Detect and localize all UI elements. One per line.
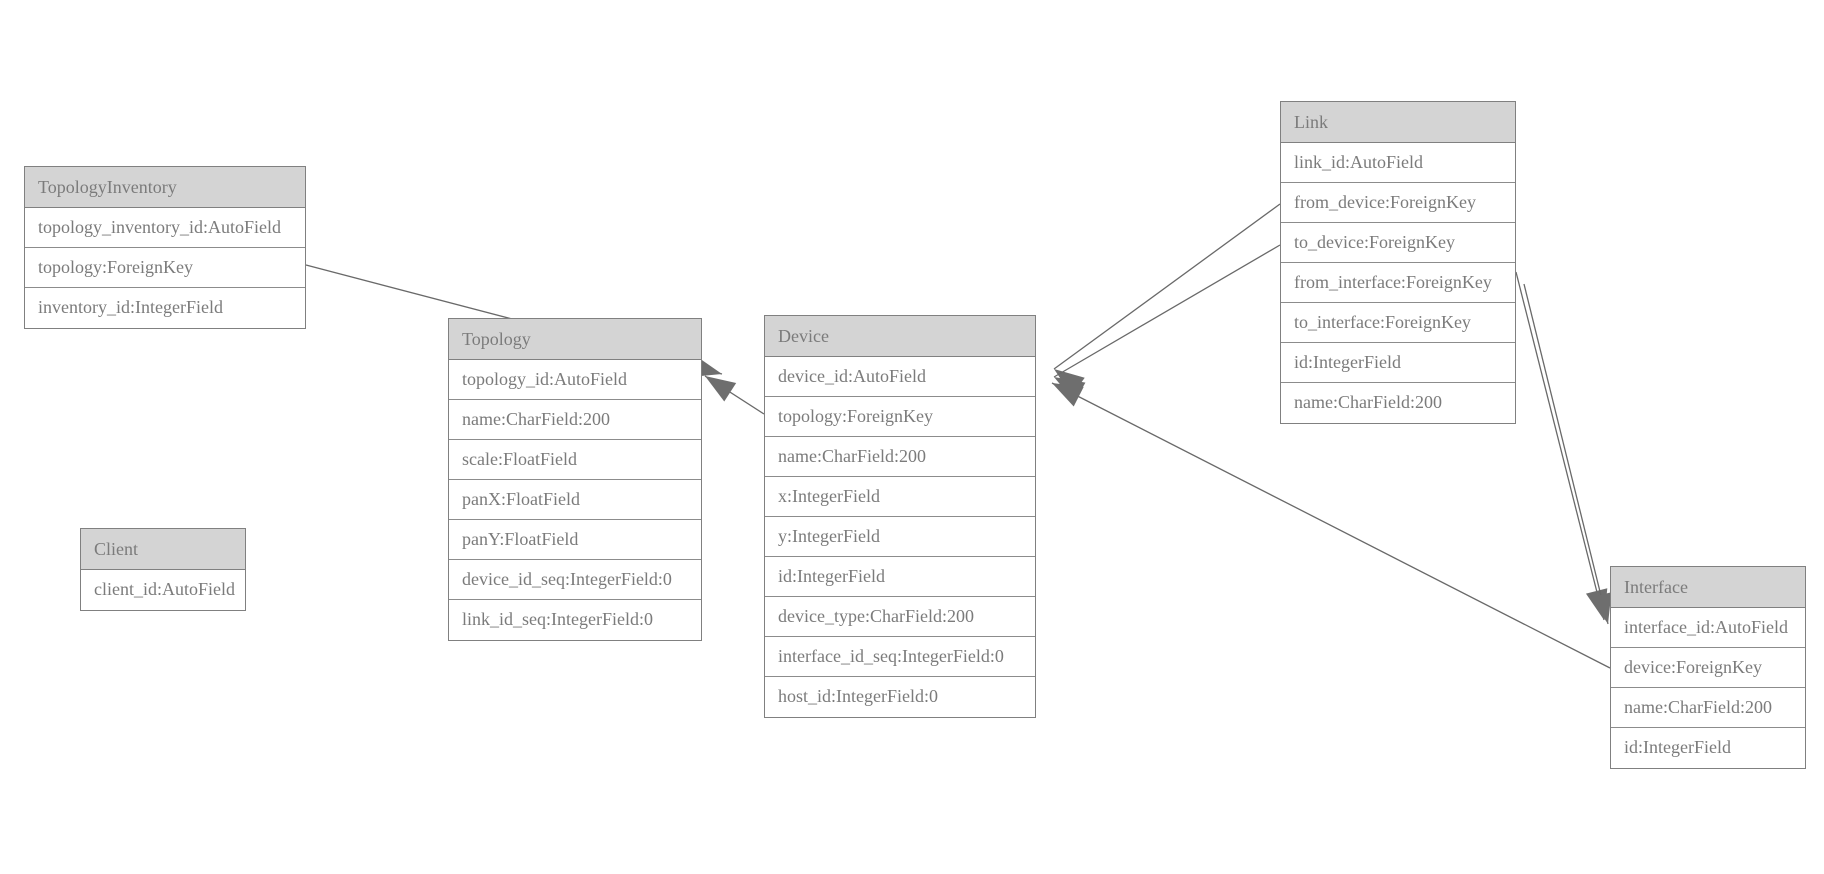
entity-field-row: name:CharField:200 xyxy=(1281,383,1515,423)
entity-field-row: to_device:ForeignKey xyxy=(1281,223,1515,263)
entity-field-row: panX:FloatField xyxy=(449,480,701,520)
entity-field-row: device:ForeignKey xyxy=(1611,648,1805,688)
entity-field-row: topology_inventory_id:AutoField xyxy=(25,208,305,248)
relationship-arrowhead xyxy=(705,376,737,402)
entity-field-row: device_id:AutoField xyxy=(765,357,1035,397)
relationship-line xyxy=(1515,271,1605,621)
relationship-line xyxy=(1053,244,1281,378)
relationship-line xyxy=(704,375,765,415)
entity-title-client: Client xyxy=(81,529,245,570)
rel-link-from-device xyxy=(1053,203,1281,396)
entity-title-topology_inventory: TopologyInventory xyxy=(25,167,305,208)
entity-field-row: panY:FloatField xyxy=(449,520,701,560)
relationship-line xyxy=(1053,203,1281,370)
entity-title-topology: Topology xyxy=(449,319,701,360)
relationship-arrowhead xyxy=(1052,383,1084,407)
entity-title-link: Link xyxy=(1281,102,1515,143)
rel-link-to-interface xyxy=(1523,283,1612,625)
entity-field-row: name:CharField:200 xyxy=(449,400,701,440)
entity-field-row: device_type:CharField:200 xyxy=(765,597,1035,637)
entity-field-row: topology_id:AutoField xyxy=(449,360,701,400)
entity-field-row: id:IntegerField xyxy=(765,557,1035,597)
entity-field-row: from_device:ForeignKey xyxy=(1281,183,1515,223)
entity-field-row: topology:ForeignKey xyxy=(765,397,1035,437)
entity-field-row: link_id:AutoField xyxy=(1281,143,1515,183)
entity-field-row: link_id_seq:IntegerField:0 xyxy=(449,600,701,640)
entity-field-row: interface_id:AutoField xyxy=(1611,608,1805,648)
entity-field-row: name:CharField:200 xyxy=(1611,688,1805,728)
relationship-line xyxy=(1051,382,1611,669)
entity-field-row: name:CharField:200 xyxy=(765,437,1035,477)
entity-field-row: client_id:AutoField xyxy=(81,570,245,610)
entity-field-row: topology:ForeignKey xyxy=(25,248,305,288)
entity-field-row: inventory_id:IntegerField xyxy=(25,288,305,328)
entity-title-interface: Interface xyxy=(1611,567,1805,608)
entity-field-row: to_interface:ForeignKey xyxy=(1281,303,1515,343)
entity-field-row: scale:FloatField xyxy=(449,440,701,480)
entity-field-row: id:IntegerField xyxy=(1281,343,1515,383)
entity-field-row: id:IntegerField xyxy=(1611,728,1805,768)
entity-field-row: interface_id_seq:IntegerField:0 xyxy=(765,637,1035,677)
rel-link-to-device xyxy=(1053,244,1281,402)
rel-device-topology xyxy=(704,375,765,415)
entity-field-row: x:IntegerField xyxy=(765,477,1035,517)
entity-title-device: Device xyxy=(765,316,1035,357)
relationship-arrowhead xyxy=(1054,369,1085,396)
relationship-line xyxy=(1523,283,1609,625)
entity-field-row: from_interface:ForeignKey xyxy=(1281,263,1515,303)
relationship-arrowhead xyxy=(1054,377,1086,402)
entity-field-row: host_id:IntegerField:0 xyxy=(765,677,1035,717)
entity-field-row: y:IntegerField xyxy=(765,517,1035,557)
entity-field-row: device_id_seq:IntegerField:0 xyxy=(449,560,701,600)
rel-link-from-interface xyxy=(1515,271,1608,621)
